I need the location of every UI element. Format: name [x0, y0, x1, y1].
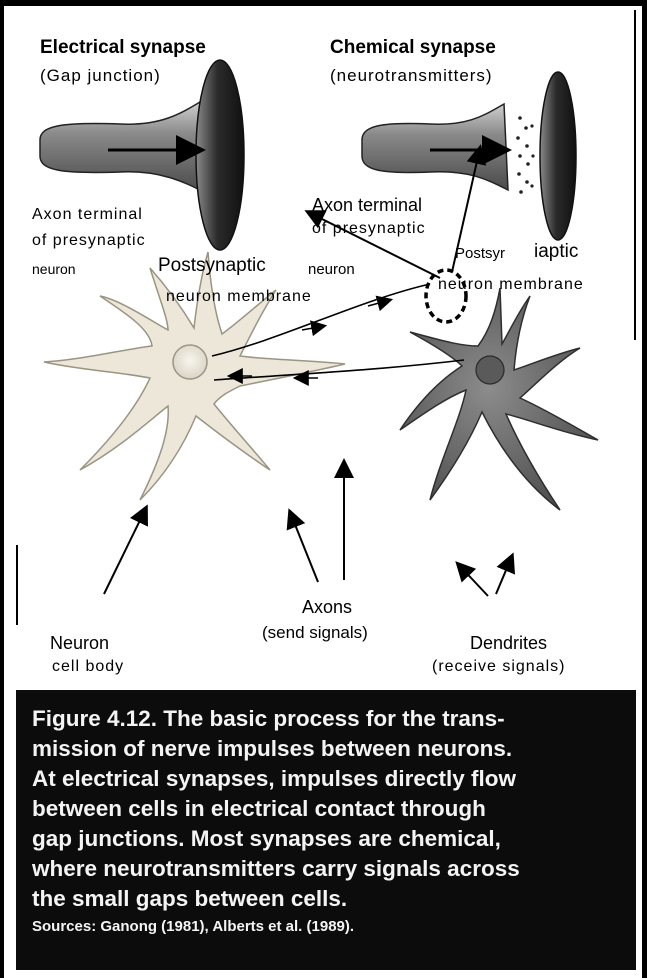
- electrical-synapse-subtitle: (Gap junction): [40, 67, 161, 86]
- chemical-post-label-line1a: Postsyr: [455, 246, 505, 263]
- axons-label-line2: (send signals): [262, 624, 368, 643]
- neurotransmitter-dots: [516, 116, 534, 194]
- electrical-synapse-title: Electrical synapse: [40, 38, 206, 59]
- synapse-diagram: [0, 0, 647, 690]
- electrical-axon-label-line2: of presynaptic: [32, 232, 146, 250]
- electrical-post-label-line1b: neuron: [308, 262, 355, 279]
- chemical-post-label-line1b: iaptic: [534, 242, 578, 263]
- electrical-axon-label-line3: neuron: [32, 262, 76, 277]
- figure-caption: Figure 4.12. The basic process for the t…: [32, 704, 626, 914]
- label-arrows: [104, 462, 512, 596]
- figure-sources: Sources: Ganong (1981), Alberts et al. (…: [32, 918, 626, 935]
- cell-body-label-line2: cell body: [52, 658, 124, 676]
- chemical-axon-label-line1: Axon terminal: [312, 196, 422, 216]
- dendrites-label-line1: Dendrites: [470, 634, 547, 654]
- dendrites-label-line2: (receive signals): [432, 658, 565, 676]
- electrical-post-label-line2: neuron membrane: [166, 288, 312, 306]
- cell-body-label-line1: Neuron: [50, 634, 109, 654]
- electrical-post-label-line1: Postsynaptic: [158, 256, 266, 277]
- chemical-synapse-subtitle: (neurotransmitters): [330, 67, 493, 86]
- axons-label-line1: Axons: [302, 598, 352, 618]
- neuron-right: [400, 288, 598, 510]
- chemical-synapse-title: Chemical synapse: [330, 38, 496, 59]
- figure-caption-box: Figure 4.12. The basic process for the t…: [16, 690, 636, 970]
- electrical-axon-label-line1: Axon terminal: [32, 206, 143, 224]
- chemical-post-label-line2: neuron membrane: [438, 276, 584, 294]
- chemical-axon-label-line2: of presynaptic: [312, 220, 426, 238]
